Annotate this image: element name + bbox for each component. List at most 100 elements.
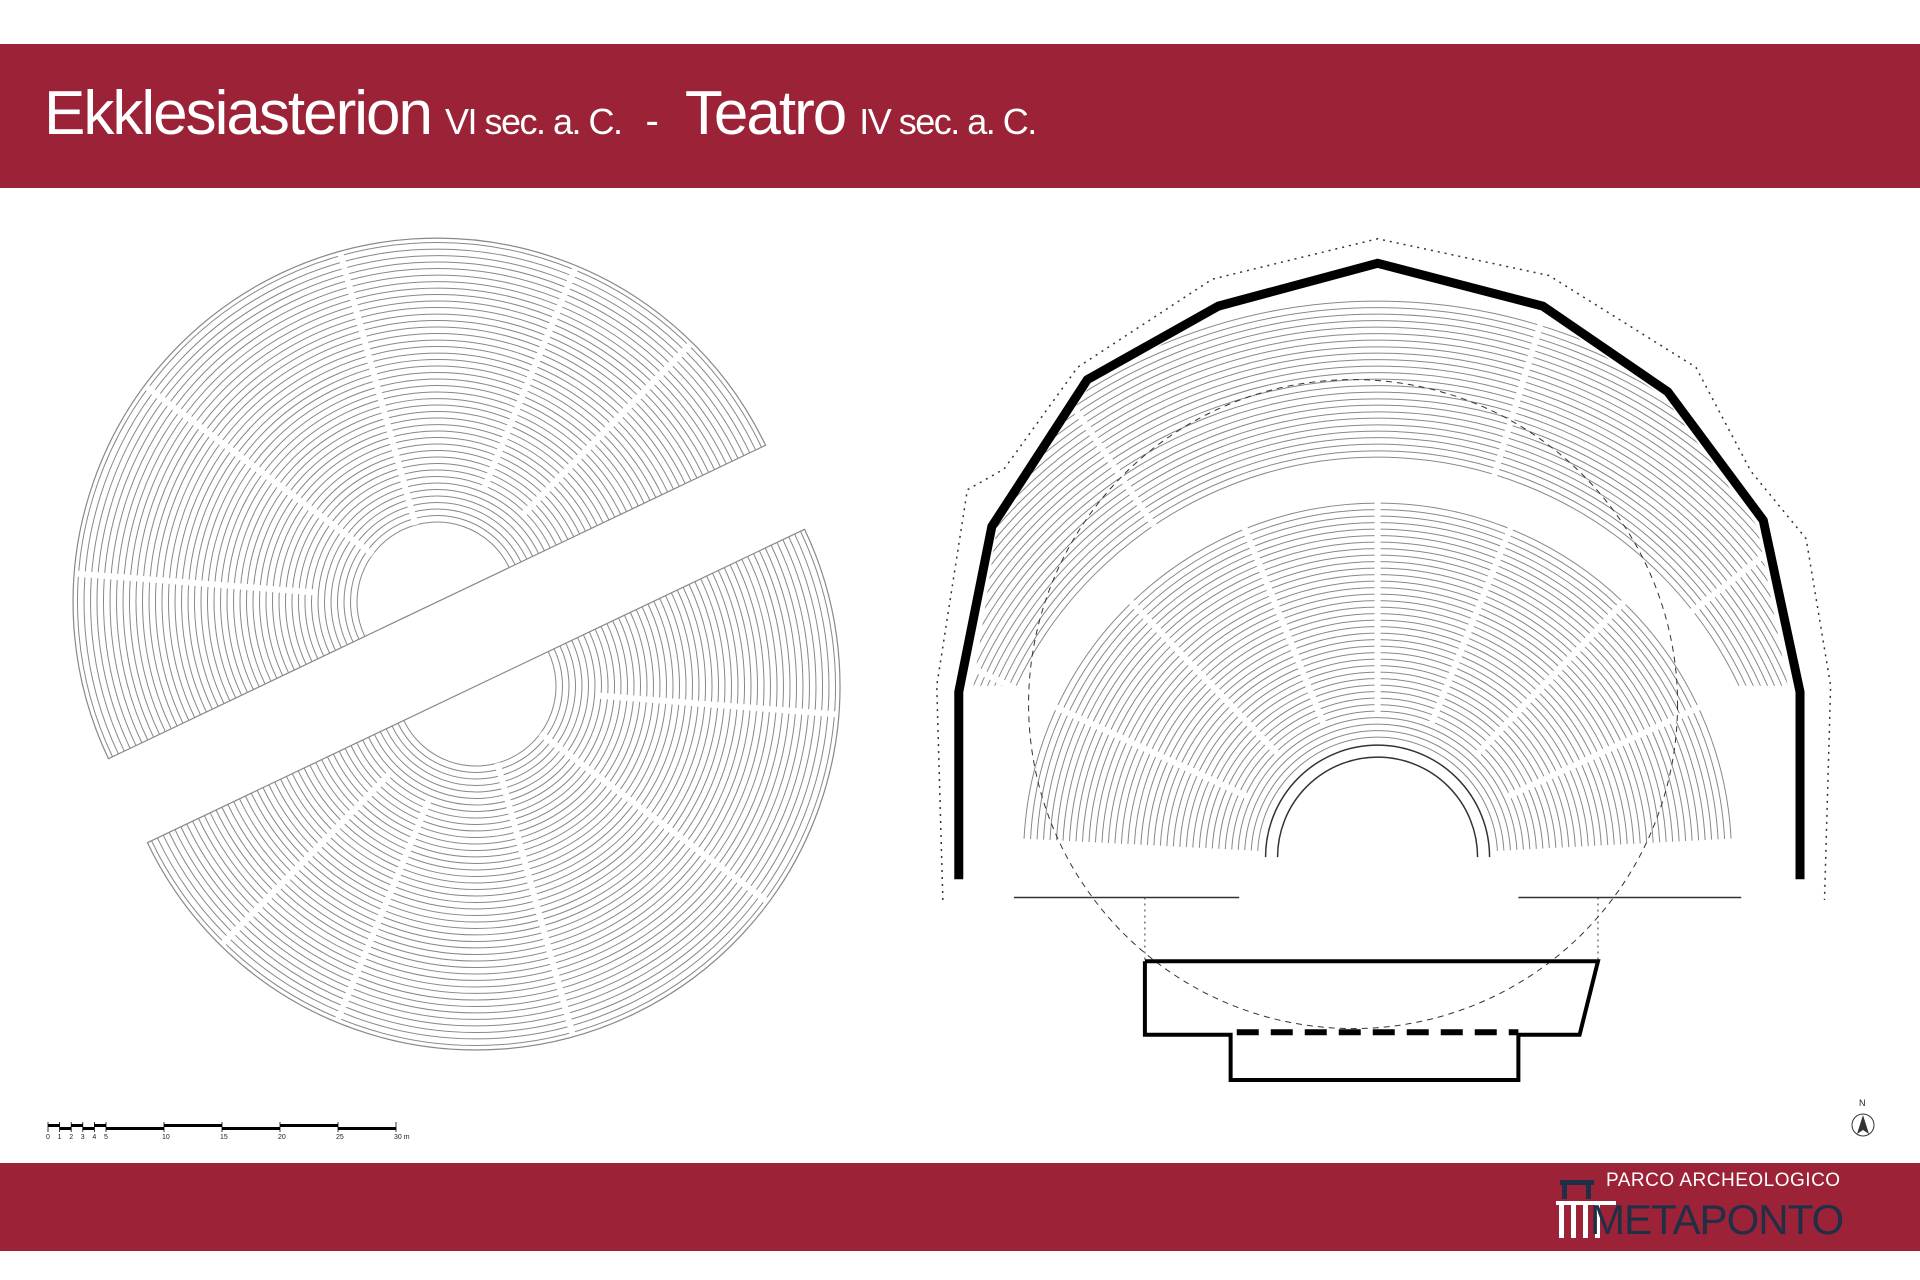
- seat-row: [280, 592, 693, 903]
- earlier-structure-outline: [1028, 379, 1679, 1030]
- aisle: [1476, 594, 1632, 755]
- scale-label: 20: [278, 1134, 286, 1141]
- seat-row: [321, 612, 648, 858]
- seat-row: [187, 352, 663, 710]
- seat-row: [221, 564, 758, 968]
- scale-label: 2: [69, 1134, 74, 1141]
- seat-row: [403, 651, 557, 767]
- seat-row: [233, 570, 745, 955]
- scale-segment: [338, 1127, 396, 1130]
- seat-row: [262, 584, 713, 923]
- lower-cavea: [1023, 495, 1732, 851]
- seat-row: [129, 294, 715, 735]
- scale-label: 3: [80, 1134, 85, 1141]
- scale-label: 30 m: [394, 1134, 410, 1141]
- seat-row: [379, 640, 583, 793]
- seat-row: [828, 308, 1920, 858]
- seat-row: [337, 502, 528, 646]
- seat-row: [162, 536, 823, 1033]
- seat-row: [213, 378, 639, 699]
- seat-row: [265, 430, 592, 676]
- scale-label: 15: [220, 1134, 228, 1141]
- aisle: [518, 341, 693, 519]
- seat-row: [168, 539, 817, 1027]
- scale-segment: [164, 1124, 222, 1127]
- seat-row: [227, 567, 752, 962]
- seat-row: [116, 281, 727, 741]
- seat-row: [151, 531, 836, 1046]
- seat-row: [1237, 717, 1518, 850]
- seat-row: [1250, 730, 1505, 851]
- aisle: [402, 485, 419, 526]
- seat-row: [207, 372, 645, 702]
- seat-row: [256, 581, 719, 929]
- seat-row: [180, 545, 804, 1014]
- seat-row: [311, 476, 551, 657]
- seat-row: [272, 437, 586, 674]
- scale-label: 25: [336, 1134, 344, 1141]
- seat-row: [338, 620, 628, 838]
- aisle: [1742, 629, 1788, 686]
- aisle: [75, 570, 318, 596]
- seat-row: [156, 533, 830, 1040]
- seat-row: [315, 609, 654, 864]
- seat-row: [168, 333, 680, 718]
- aisle: [538, 731, 575, 760]
- scale-segment: [106, 1127, 164, 1130]
- seat-row: [226, 391, 627, 693]
- seat-row: [90, 255, 751, 752]
- seat-row: [246, 410, 610, 685]
- seat-row: [274, 589, 700, 910]
- seat-row: [1244, 723, 1511, 851]
- seat-row: [350, 626, 615, 825]
- aisle: [1490, 282, 1556, 481]
- seat-row: [356, 628, 609, 819]
- aisle: [1429, 520, 1516, 724]
- seat-row: [239, 404, 616, 688]
- seat-row: [343, 508, 522, 643]
- aisle: [1123, 594, 1279, 755]
- scale-label: 1: [57, 1134, 62, 1141]
- seat-row: [194, 359, 657, 707]
- scale-segment: [94, 1124, 106, 1127]
- scale-segment: [222, 1127, 280, 1130]
- scale-label: 5: [104, 1134, 108, 1141]
- title-teatro: Teatro: [684, 79, 847, 148]
- aisle: [480, 266, 579, 493]
- outer-wall: [72, 237, 767, 760]
- seat-row: [324, 489, 539, 651]
- logo-line2: METAPONTO: [1590, 1196, 1844, 1243]
- seat-row: [397, 648, 563, 773]
- seat-row: [332, 617, 635, 845]
- title-ekklesiasterion: Ekklesiasterion: [44, 79, 433, 148]
- seat-row: [83, 248, 757, 755]
- seat-row: [220, 385, 633, 696]
- seat-row: [350, 515, 516, 640]
- columns-logo-icon: [1556, 1180, 1616, 1238]
- seat-row: [200, 365, 651, 704]
- north-label: N: [1859, 1098, 1866, 1108]
- seat-row: [244, 575, 732, 942]
- theatre-plan: [828, 238, 1920, 1083]
- orchestra-edge: [1264, 744, 1491, 858]
- header-band: [0, 44, 1920, 188]
- seat-row: [135, 300, 710, 732]
- seat-row: [142, 307, 704, 730]
- scale-label: 0: [46, 1134, 50, 1141]
- seat-row: [198, 553, 784, 994]
- seat-row: [368, 634, 596, 806]
- seat-row: [155, 320, 692, 724]
- scale-label: 4: [92, 1134, 97, 1141]
- seat-row: [203, 556, 778, 988]
- scale-segment: [59, 1127, 72, 1130]
- seat-row: [252, 417, 604, 682]
- seat-row: [330, 495, 534, 648]
- seat-row: [250, 578, 726, 936]
- seat-row: [161, 326, 686, 721]
- seat-row: [174, 339, 674, 716]
- seat-row: [209, 558, 771, 981]
- seat-row: [303, 603, 667, 878]
- seat-row: [109, 274, 733, 743]
